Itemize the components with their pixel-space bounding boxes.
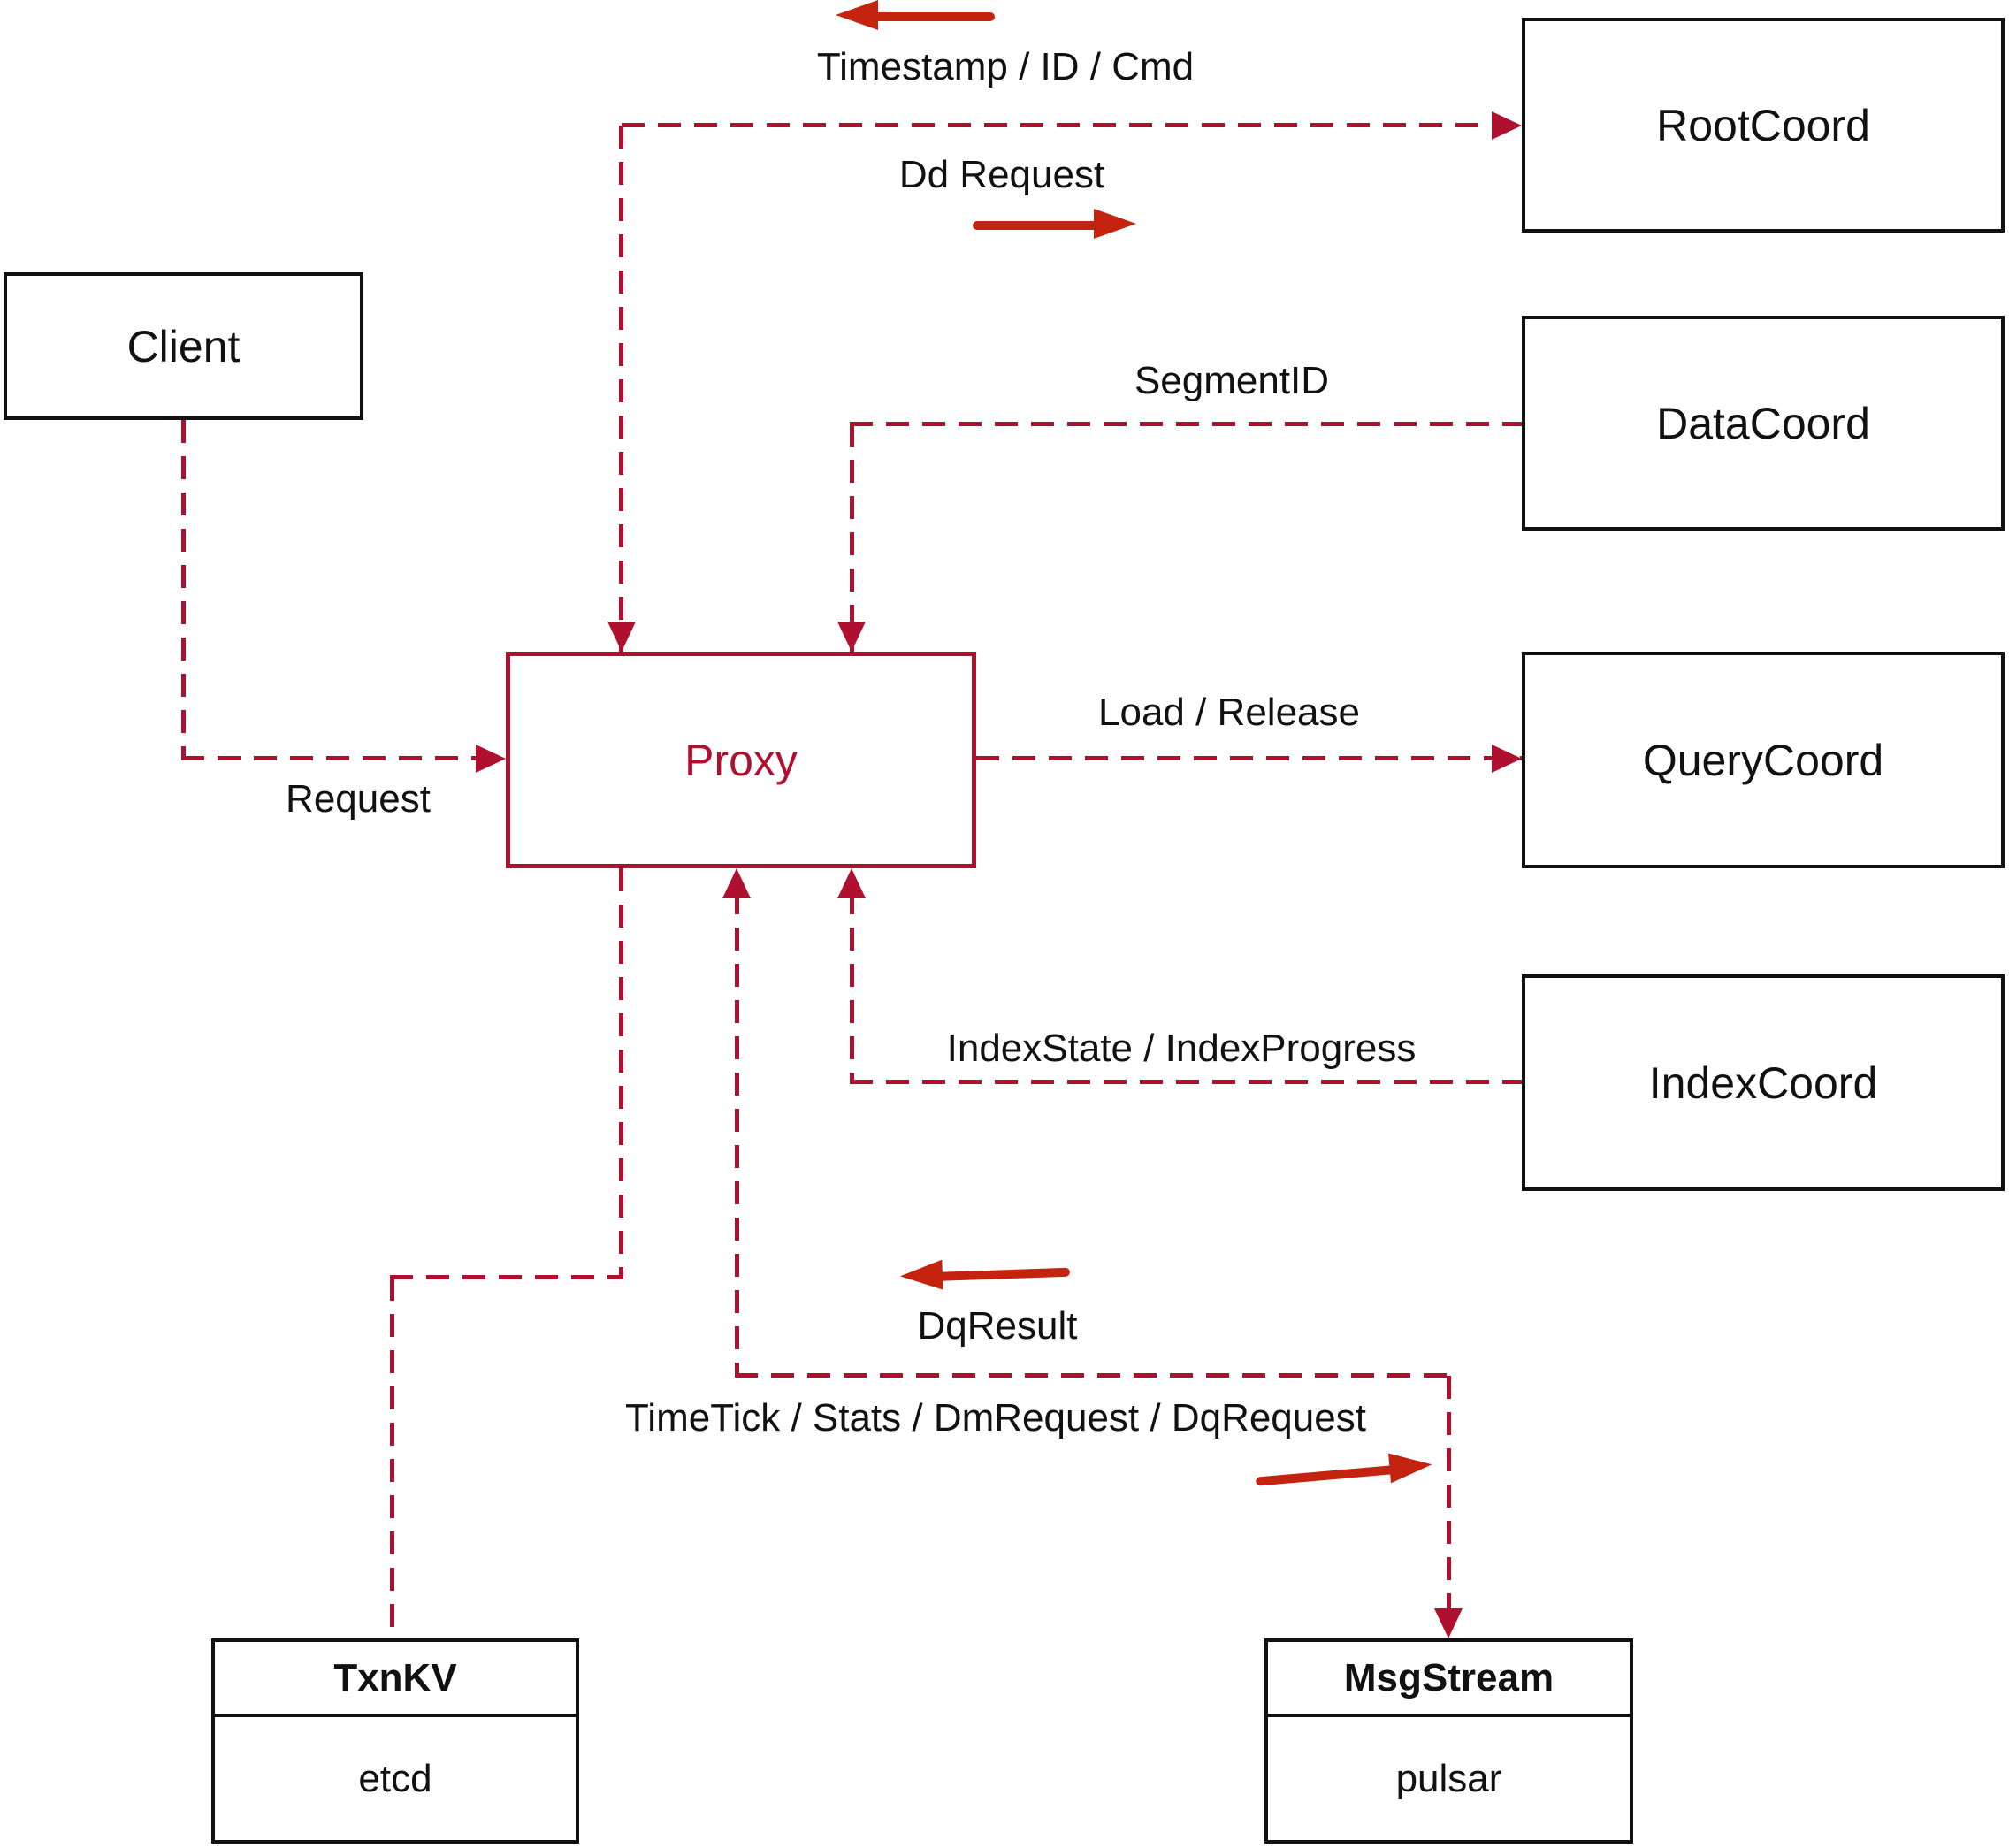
msgstream-title: MsgStream <box>1268 1642 1630 1717</box>
arrowhead-into-proxy-top-right <box>837 622 866 652</box>
edge-proxy-rootcoord-horizontal <box>622 123 1522 127</box>
msgstream-subtitle: pulsar <box>1395 1756 1502 1800</box>
edge-datacoord-proxy-vertical <box>850 424 854 652</box>
edge-label-indexstate-indexprogress: IndexState / IndexProgress <box>946 1027 1417 1070</box>
proxy-label: Proxy <box>684 735 798 785</box>
arrowhead-into-msgstream <box>1434 1608 1463 1638</box>
indexcoord-node: IndexCoord <box>1522 974 2005 1191</box>
edge-label-segment-id: SegmentID <box>1134 359 1330 402</box>
edge-indexcoord-proxy-vertical <box>850 891 854 1081</box>
left-arrow-icon <box>836 0 995 35</box>
edge-client-proxy-vertical <box>181 420 186 759</box>
right-arrowhead-icon <box>1094 209 1136 239</box>
edge-label-timestamp-id-cmd: Timestamp / ID / Cmd <box>816 45 1195 88</box>
indexcoord-label: IndexCoord <box>1648 1058 1878 1108</box>
edge-indexcoord-proxy-horizontal <box>850 1080 1522 1084</box>
querycoord-label: QueryCoord <box>1642 735 1884 785</box>
right-arrowhead-icon <box>1388 1449 1433 1484</box>
arrow-bar <box>1255 1464 1398 1486</box>
client-node: Client <box>4 272 363 420</box>
rootcoord-node: RootCoord <box>1522 18 2005 233</box>
txnkv-subtitle: etcd <box>358 1756 432 1800</box>
edge-proxy-msgstream-vertical-right <box>1447 1376 1451 1610</box>
arrowhead-into-proxy-left <box>476 745 506 773</box>
msgstream-node: MsgStream pulsar <box>1264 1638 1633 1844</box>
arrow-bar <box>871 12 995 21</box>
txnkv-node: TxnKV etcd <box>211 1638 579 1844</box>
edge-proxy-txnkv-vertical-right <box>619 868 623 1279</box>
txnkv-title: TxnKV <box>215 1642 576 1717</box>
rootcoord-label: RootCoord <box>1656 100 1870 150</box>
right-arrow-icon <box>973 209 1136 244</box>
edge-label-timetick-stats: TimeTick / Stats / DmRequest / DqRequest <box>625 1396 1366 1439</box>
edge-proxy-msgstream-vertical-left <box>735 891 739 1378</box>
arrow-bar <box>973 221 1101 230</box>
edge-label-request: Request <box>286 777 431 821</box>
arrowhead-into-rootcoord <box>1492 111 1522 140</box>
edge-proxy-txnkv-vertical-left <box>390 1278 394 1638</box>
right-arrow-icon <box>1255 1449 1434 1500</box>
edge-label-dq-result: DqResult <box>917 1304 1078 1348</box>
edge-proxy-querycoord <box>976 756 1522 760</box>
left-arrow-icon <box>899 1256 1071 1297</box>
arrowhead-into-querycoord <box>1492 745 1522 773</box>
edge-proxy-rootcoord-vertical <box>619 126 623 652</box>
arrowhead-into-proxy-top-left <box>607 622 636 652</box>
proxy-node: Proxy <box>506 652 976 868</box>
querycoord-node: QueryCoord <box>1522 652 2005 868</box>
datacoord-node: DataCoord <box>1522 316 2005 531</box>
edge-label-dd-request: Dd Request <box>898 153 1105 196</box>
arrow-bar <box>935 1267 1071 1281</box>
edge-client-proxy-horizontal <box>181 756 482 760</box>
datacoord-label: DataCoord <box>1656 398 1870 448</box>
edge-label-load-release: Load / Release <box>1098 691 1360 734</box>
client-label: Client <box>126 321 241 371</box>
edge-proxy-txnkv-horizontal <box>390 1275 622 1279</box>
edge-datacoord-proxy-horizontal <box>850 422 1522 426</box>
edge-proxy-msgstream-horizontal <box>735 1373 1451 1378</box>
arrowhead-into-proxy-bottom-left <box>722 868 751 898</box>
arrowhead-into-proxy-bottom-right <box>837 868 866 898</box>
